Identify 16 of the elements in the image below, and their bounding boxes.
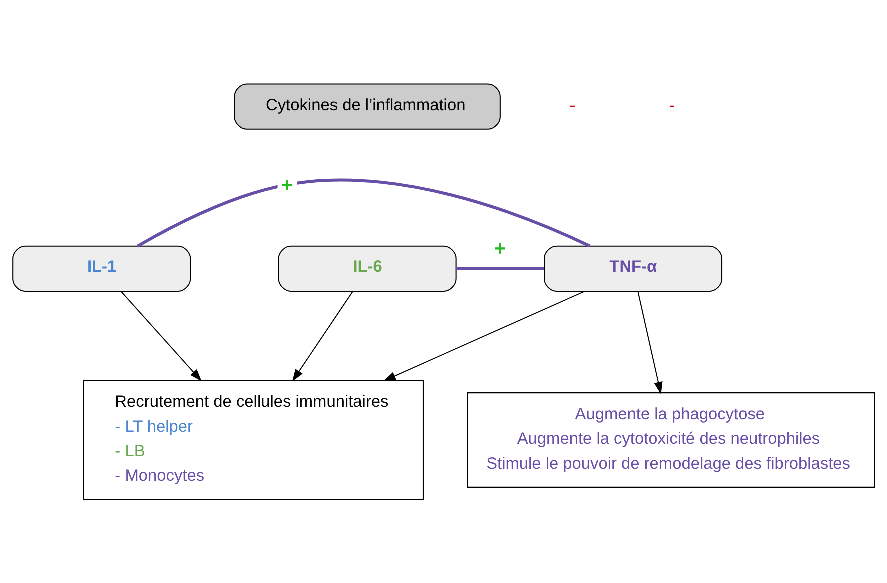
node-box: IL-6 <box>278 245 456 292</box>
node-box: Recrutement de cellules immunitaires - LT helper - LB - Monocytes <box>82 380 424 500</box>
node-box: TNF-α <box>544 245 722 292</box>
label: - <box>668 94 675 115</box>
node-box: IL-1 <box>12 245 191 292</box>
label: - <box>569 94 576 115</box>
arrow <box>120 290 202 382</box>
arrow <box>292 290 353 382</box>
node-box: Augmente la phagocytose Augmente la cytotoxicité des neutrophiles Stimule le pouvoir de remodelage des fibroblastes <box>466 392 875 488</box>
connector <box>136 178 590 248</box>
edge-label: + <box>494 237 506 260</box>
node-box: Cytokines de l’inflammation <box>234 83 500 130</box>
edge-label: + <box>280 173 293 196</box>
connector <box>456 266 544 270</box>
arrow <box>637 291 662 394</box>
arrow <box>383 290 585 381</box>
